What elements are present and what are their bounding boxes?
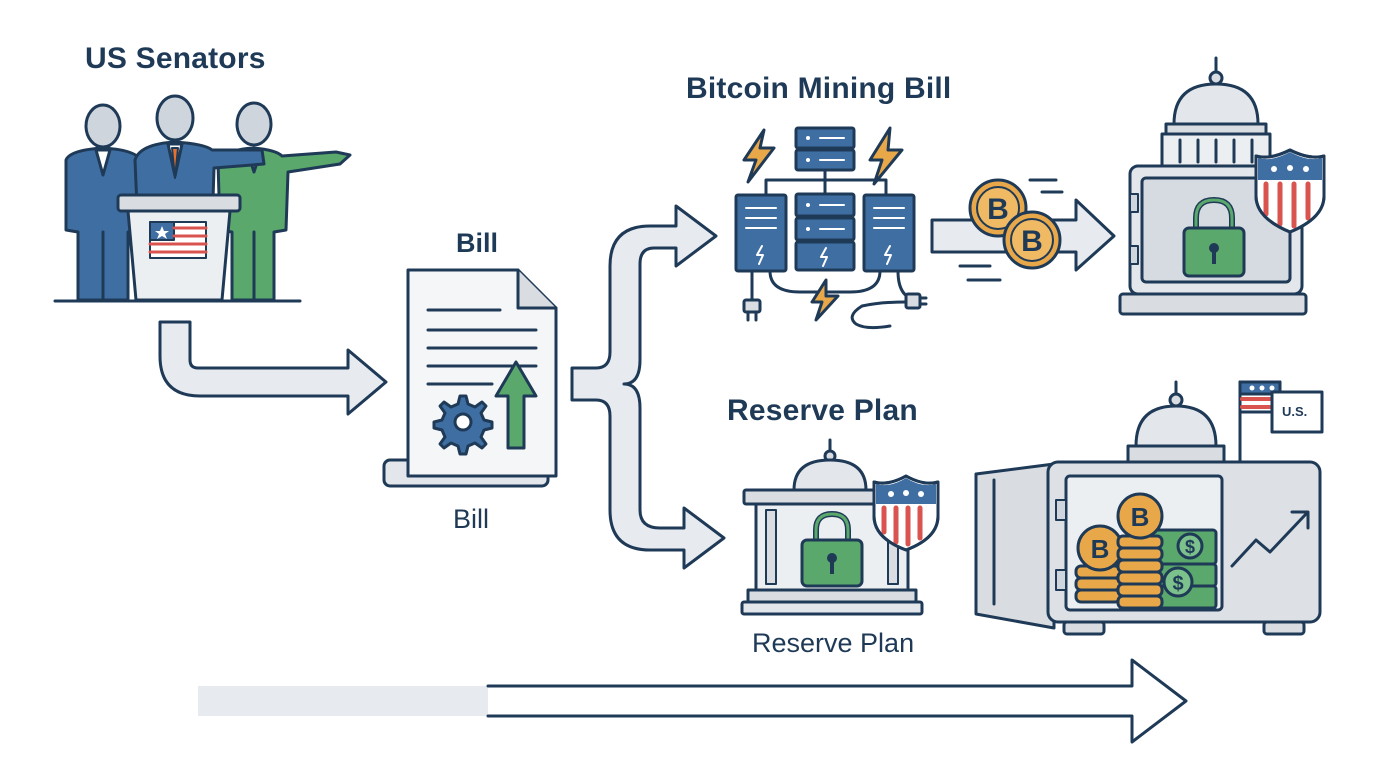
bitcoin-coin-icon: B B [968, 178, 1062, 270]
timeline-arrow [198, 658, 1188, 744]
shield-icon [1254, 148, 1326, 234]
svg-text:B: B [1131, 502, 1150, 532]
padlock-icon [1182, 197, 1246, 278]
senators-icon [53, 94, 352, 303]
svg-text:B: B [987, 193, 1009, 226]
svg-text:$: $ [1172, 573, 1183, 595]
trend-arrow-icon [1230, 510, 1310, 568]
gear-icon [432, 394, 494, 456]
svg-text:B: B [1091, 534, 1110, 564]
branch-arrows [570, 204, 726, 570]
lightning-icon [742, 126, 904, 322]
svg-text:B: B [1021, 225, 1043, 258]
bill-document-icon [382, 268, 558, 488]
capitol-dome-icon [1160, 56, 1272, 168]
bitcoin-coin-icon: B B [1074, 492, 1164, 610]
bitcoin-mining-bill-label: Bitcoin Mining Bill [686, 72, 952, 105]
us-sign-board [1270, 390, 1324, 434]
reserve-bank-icon [740, 438, 940, 616]
reserve-plan-bottom-label: Reserve Plan [752, 628, 915, 658]
podium-flag-icon [148, 221, 208, 259]
server-rack-icon [734, 126, 922, 302]
padlock-icon [800, 511, 864, 588]
flag-icon [1238, 380, 1324, 464]
reserve-plan-top-label: Reserve Plan [727, 394, 918, 427]
up-arrow-icon [494, 360, 538, 450]
us-sign-label: U.S. [1282, 404, 1308, 419]
shield-icon [872, 474, 940, 552]
svg-text:$: $ [1185, 537, 1195, 557]
capitol-dome-icon [1126, 380, 1226, 464]
bitcoin-transfer-arrow: B B [930, 178, 1116, 282]
us-senators-label: US Senators [85, 42, 266, 75]
bill-top-label: Bill [456, 228, 499, 258]
arrow-senators-to-bill [158, 320, 388, 416]
plug-icon [742, 292, 928, 330]
bill-bottom-label: Bill [453, 504, 490, 534]
